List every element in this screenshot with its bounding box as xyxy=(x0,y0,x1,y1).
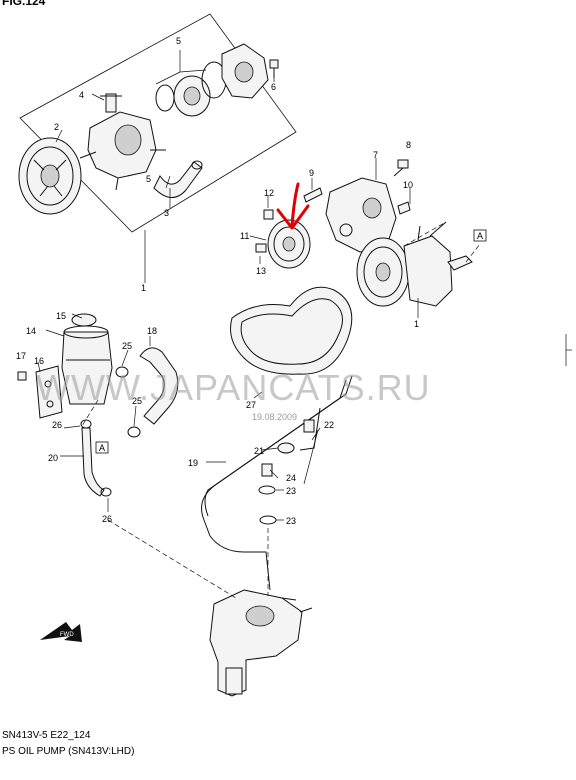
callout-25a: 25 xyxy=(122,341,132,351)
callout-5a: 5 xyxy=(176,36,181,46)
callout-21: 21 xyxy=(254,446,264,456)
callout-26a: 26 xyxy=(52,420,62,430)
callout-19: 19 xyxy=(188,458,198,468)
callout-7: 7 xyxy=(373,150,378,160)
watermark-date: 19.08.2009 xyxy=(252,412,297,422)
exploded-view-frame xyxy=(19,13,297,283)
return-hose-20 xyxy=(80,419,112,497)
callout-8: 8 xyxy=(406,140,411,150)
annotation-arrow-icon xyxy=(276,182,310,230)
bolt-12-nut-13 xyxy=(255,209,274,253)
callout-15: 15 xyxy=(56,311,66,321)
callout-5b: 5 xyxy=(146,174,151,184)
callout-3: 3 xyxy=(164,208,169,218)
fwd-label: FWD xyxy=(60,632,74,638)
pump-rear-cover xyxy=(221,43,269,99)
reference-box-a-left: A xyxy=(95,441,109,454)
suction-hose-small xyxy=(153,160,203,198)
callout-27: 27 xyxy=(246,400,256,410)
callout-1b: 1 xyxy=(414,319,419,329)
callout-4: 4 xyxy=(79,90,84,100)
reference-box-a-right: A xyxy=(473,229,487,242)
callout-24: 24 xyxy=(286,473,296,483)
pump-assembly xyxy=(356,221,473,307)
callout-9: 9 xyxy=(309,168,314,178)
callout-23b: 23 xyxy=(286,516,296,526)
callout-26b: 26 xyxy=(102,514,112,524)
callout-22: 22 xyxy=(324,420,334,430)
callout-16: 16 xyxy=(34,356,44,366)
callout-20: 20 xyxy=(48,453,58,463)
callout-17: 17 xyxy=(16,351,26,361)
watermark-text: WWW.JAPANCATS.RU xyxy=(36,367,431,408)
idler-pulley-11 xyxy=(267,219,311,269)
callout-11: 11 xyxy=(240,231,249,241)
callout-25b: 25 xyxy=(132,396,142,406)
callout-18: 18 xyxy=(147,326,157,336)
ref-a-left-label: A xyxy=(99,443,105,453)
callout-10: 10 xyxy=(403,180,413,190)
pressure-hose-19 xyxy=(201,375,353,591)
suction-hose-18 xyxy=(115,347,179,438)
callout-2: 2 xyxy=(54,122,59,132)
steering-gearbox xyxy=(209,589,313,697)
bolt-6 xyxy=(269,59,279,78)
callout-12: 12 xyxy=(264,188,274,198)
leader-lines xyxy=(37,50,419,521)
bolts-8-9-10 xyxy=(303,159,411,215)
callout-1a: 1 xyxy=(141,283,146,293)
section-code: SN413V-5 E22_124 xyxy=(2,730,91,741)
callout-numbers: 5 4 2 5 3 6 1 7 8 9 10 12 11 13 1 15 14 … xyxy=(16,36,419,526)
figure-label: FIG.124 xyxy=(2,0,46,8)
pump-pulley xyxy=(18,137,82,215)
figure-caption: PS OIL PUMP (SN413V:LHD) xyxy=(2,746,135,757)
pump-rotor-cartridge xyxy=(155,61,227,117)
reservoir-bracket xyxy=(35,365,63,419)
callout-13: 13 xyxy=(256,266,266,276)
bolt-17 xyxy=(17,371,27,381)
oil-reservoir xyxy=(61,313,113,405)
page-edge-mark xyxy=(565,334,572,366)
callout-14: 14 xyxy=(26,326,36,336)
callout-23a: 23 xyxy=(286,486,296,496)
pump-body-exploded xyxy=(79,93,166,191)
callout-6: 6 xyxy=(271,82,276,92)
assembly-dashed-lines xyxy=(81,221,481,599)
ref-a-right-label: A xyxy=(477,231,483,241)
watermark: WWW.JAPANCATS.RU 19.08.2009 xyxy=(36,367,431,422)
drive-belt xyxy=(230,286,353,375)
fwd-arrow: FWD xyxy=(40,622,82,642)
